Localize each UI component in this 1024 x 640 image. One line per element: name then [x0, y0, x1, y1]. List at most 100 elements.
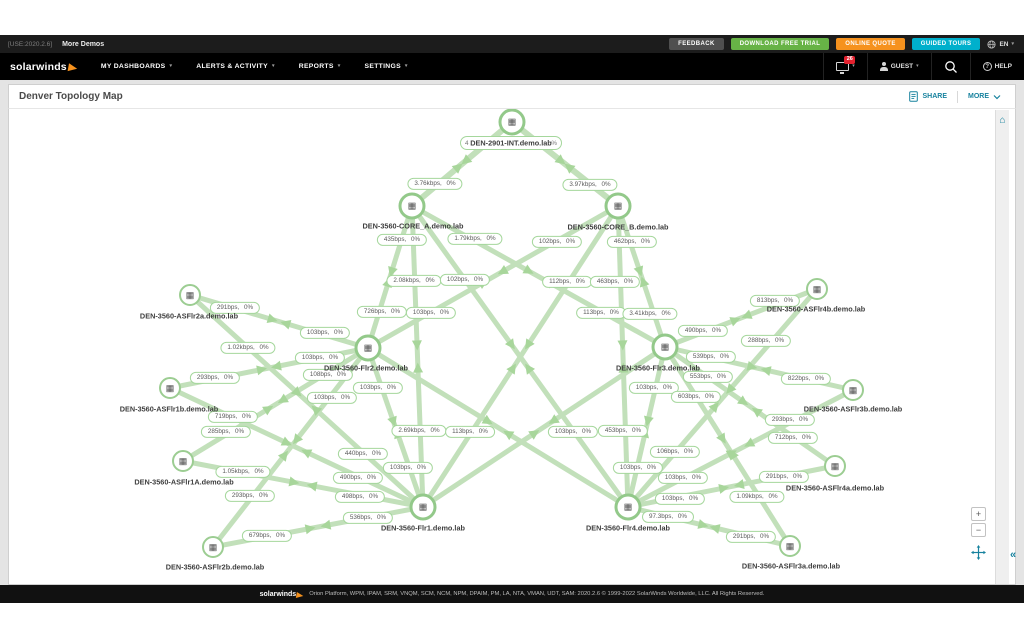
node-label: DEN-2901-INT.demo.lab [470, 138, 552, 148]
link-arrow-icon [411, 340, 422, 351]
node-asflr2a[interactable]: ▦ [179, 284, 201, 306]
node-int[interactable]: ▦ [498, 108, 526, 136]
help-menu[interactable]: ? HELP [969, 53, 1024, 80]
user-menu[interactable]: GUEST ▾ [866, 53, 931, 80]
solarwinds-logo[interactable]: solarwinds [10, 61, 79, 73]
edge-label-pill: 103bps, 0% [657, 471, 709, 485]
topology-link [626, 387, 855, 510]
link-arrow-icon [617, 340, 628, 351]
edge-label-pill: 1.05kbps, 0% [215, 465, 271, 479]
edge-label-pill: 103bps, 0% [294, 351, 346, 365]
nav-item-alerts-activity[interactable]: ALERTS & ACTIVITY▾ [196, 63, 275, 70]
edge-label-pill: 103bps, 0% [352, 381, 404, 395]
node-asflr4a[interactable]: ▦ [824, 455, 846, 477]
nav-item-settings[interactable]: SETTINGS▾ [365, 63, 408, 70]
user-label: GUEST [890, 63, 914, 70]
document-icon [909, 91, 919, 102]
node-asflr3b[interactable]: ▦ [842, 379, 864, 401]
node-flr2[interactable]: ▦ [354, 334, 382, 362]
link-arrow-icon [277, 450, 288, 462]
language-selector[interactable]: EN ▾ [987, 39, 1014, 49]
download-free-trial-button[interactable]: DOWNLOAD FREE TRIAL [730, 38, 830, 50]
edge-label-pill: 2.69kbps, 0% [391, 424, 447, 438]
home-icon[interactable]: ⌂ [999, 115, 1006, 126]
pan-icon[interactable] [971, 545, 986, 560]
chevron-down-icon: ▾ [337, 63, 341, 69]
chevron-down-icon: ▾ [169, 63, 173, 69]
chevron-down-icon [993, 94, 1001, 99]
edge-label-pill: 285bps, 0% [200, 425, 252, 439]
node-asflr1b[interactable]: ▦ [159, 377, 181, 399]
edge-label-pill: 1.79kbps, 0% [447, 232, 503, 246]
link-arrow-icon [320, 519, 332, 530]
feedback-button[interactable]: FEEDBACK [669, 38, 724, 50]
version-label: [USE:2020.2.6] [8, 40, 53, 48]
zoom-in-button[interactable]: + [971, 507, 986, 521]
search-button[interactable] [930, 53, 970, 80]
link-arrow-icon [733, 479, 745, 489]
node-asflr2b[interactable]: ▦ [202, 536, 224, 558]
link-arrow-icon [697, 519, 709, 529]
link-arrow-icon [716, 432, 726, 444]
topology-link [420, 204, 621, 509]
node-asflr3a[interactable]: ▦ [779, 535, 801, 557]
node-flr3[interactable]: ▦ [651, 333, 679, 361]
link-arrow-icon [311, 405, 323, 416]
notifications-menu[interactable]: 26 ▾ [823, 53, 867, 80]
node-flr4[interactable]: ▦ [614, 493, 642, 521]
more-menu-button[interactable]: MORE [968, 93, 1001, 100]
link-arrow-icon [413, 362, 424, 373]
chevron-down-icon: ▾ [1011, 40, 1014, 47]
collapse-panel-button[interactable]: « [1010, 549, 1017, 561]
link-arrow-icon [504, 338, 515, 350]
link-arrow-icon [304, 524, 316, 535]
more-demos-link[interactable]: More Demos [62, 40, 105, 48]
router-icon: ▦ [165, 382, 175, 393]
link-arrow-icon [288, 476, 300, 487]
edge-label-pill: 679bps, 0% [241, 529, 293, 543]
link-arrow-icon [737, 395, 749, 406]
node-label: DEN-3560-ASFlr4b.demo.lab [766, 304, 866, 314]
online-quote-button[interactable]: ONLINE QUOTE [836, 38, 905, 50]
node-core_a[interactable]: ▦ [398, 192, 426, 220]
globe-icon [987, 39, 997, 49]
help-icon: ? [982, 62, 992, 71]
node-asflr4b[interactable]: ▦ [806, 278, 828, 300]
zoom-out-button[interactable]: − [971, 523, 986, 537]
share-button[interactable]: SHARE [909, 91, 947, 102]
guided-tours-button[interactable]: GUIDED TOURS [911, 38, 981, 50]
link-arrow-icon [256, 365, 267, 376]
topology-link [366, 345, 630, 510]
node-asflr1a[interactable]: ▦ [172, 450, 194, 472]
link-arrow-icon [497, 264, 509, 275]
node-label: DEN-3560-ASFlr2a.demo.lab [139, 311, 239, 321]
router-icon: ▦ [507, 116, 517, 127]
node-core_b[interactable]: ▦ [604, 192, 632, 220]
topology-link [211, 346, 370, 549]
link-arrow-icon [277, 393, 289, 404]
edge-label-pill: 113bps, 0% [576, 306, 626, 320]
router-icon: ▦ [613, 200, 623, 211]
edge-label-pill: 822bps, 0% [780, 372, 832, 386]
router-icon: ▦ [178, 455, 188, 466]
nav-item-my-dashboards[interactable]: MY DASHBOARDS▾ [101, 63, 172, 70]
nav-item-reports[interactable]: REPORTS▾ [299, 63, 341, 70]
node-flr1[interactable]: ▦ [409, 493, 437, 521]
router-icon: ▦ [418, 501, 428, 512]
link-arrow-icon [262, 405, 274, 416]
router-icon: ▦ [812, 283, 822, 294]
router-icon: ▦ [660, 341, 670, 352]
link-arrow-icon [726, 382, 737, 394]
edge-label-pill: 453bps, 0% [597, 424, 649, 438]
footer-brand-text: solarwinds [259, 590, 297, 598]
edge-label-pill: 103bps, 0% [405, 306, 457, 320]
link-arrow-icon [503, 430, 515, 441]
divider [957, 90, 958, 103]
search-icon [944, 60, 957, 73]
edge-label-pill: 103bps, 0% [547, 425, 599, 439]
router-icon: ▦ [208, 541, 218, 552]
edge-label-pill: 490bps, 0% [332, 471, 384, 485]
link-arrow-icon [506, 363, 516, 375]
router-icon: ▦ [830, 460, 840, 471]
edge-label-pill: 3.76kbps, 0% [407, 177, 463, 191]
